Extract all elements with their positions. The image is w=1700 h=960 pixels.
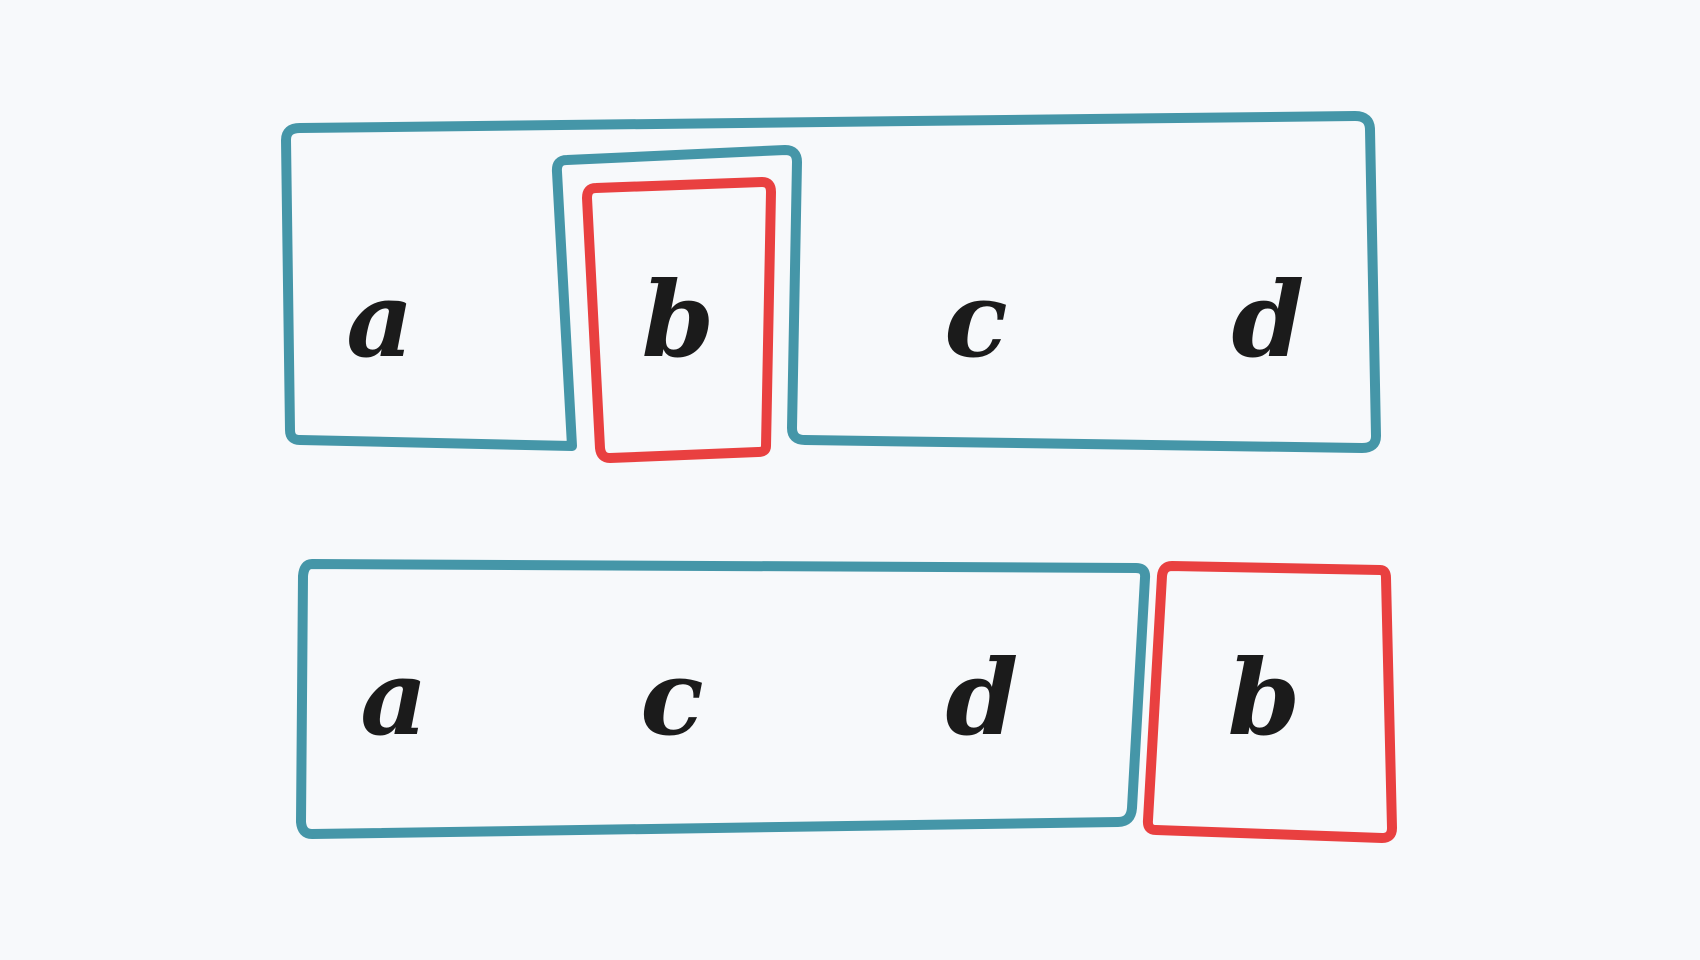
top-letter-b: b (642, 258, 715, 381)
bottom-letter-c: c (640, 636, 703, 759)
bottom-letter-b: b (1228, 636, 1301, 759)
top-blue-container (281, 111, 1381, 453)
bottom-row: a c d b (296, 559, 1397, 843)
bottom-red-box (1142, 561, 1397, 843)
top-letter-c: c (944, 258, 1007, 381)
top-letter-d: d (1232, 258, 1305, 381)
bottom-blue-container (296, 559, 1151, 839)
bottom-letter-d: d (946, 636, 1019, 759)
top-row: a b c d (281, 111, 1381, 463)
top-letter-a: a (346, 258, 413, 381)
bottom-letter-a: a (360, 636, 427, 759)
top-red-box (582, 177, 776, 463)
